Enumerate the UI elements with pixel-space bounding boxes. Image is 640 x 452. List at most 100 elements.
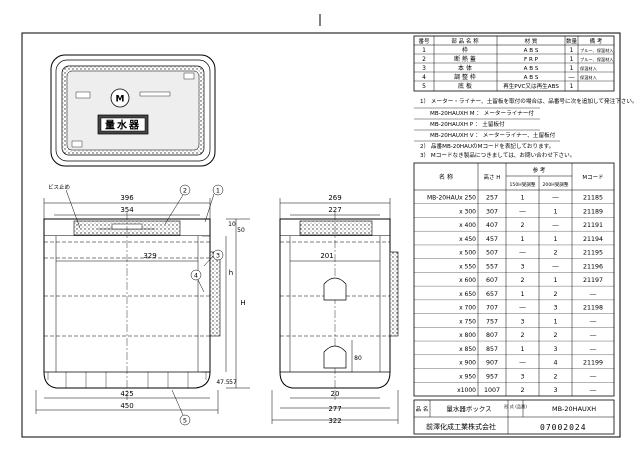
dim-269: 269 [328, 194, 341, 202]
parts-cell: 本 体 [458, 64, 472, 72]
size-cell: 957 [486, 373, 498, 380]
parts-cell: ブルー、保温材入 [580, 47, 614, 54]
size-cell: 2 [553, 291, 557, 298]
size-cell: ― [519, 208, 526, 215]
parts-cell: 断 熱 蓋 [454, 55, 476, 63]
note-sub-b: MB-20HAUXH P ： 土留板付 [430, 120, 505, 128]
title-model: MB-20HAUXH [552, 405, 596, 413]
size-cell: 557 [486, 263, 498, 270]
note-2: 2） 品番MB-20HAUのMコードを表記しております。 [420, 142, 554, 150]
dim-450: 450 [120, 402, 133, 410]
parts-cell: 3 [422, 65, 426, 72]
size-cell: 907 [486, 360, 498, 367]
size-cell: 21185 [583, 195, 603, 202]
size-cell: 1 [553, 277, 557, 284]
size-cell: 1 [553, 208, 557, 215]
title-block: 品 名 量水器ボックス 形 式 (品番) MB-20HAUXH 前澤化成工業株式… [413, 399, 615, 435]
callout-3: 3 [216, 252, 220, 260]
size-cell: 3 [553, 305, 557, 312]
size-cell: ― [519, 250, 526, 257]
size-cell: 21195 [583, 250, 603, 257]
parts-cell: 1 [570, 56, 574, 63]
parts-cell: 2 [422, 56, 426, 63]
size-cell: ― [519, 305, 526, 312]
size-cell: x 900 [459, 360, 476, 367]
size-cell: 757 [486, 318, 498, 325]
parts-cell: 4 [422, 74, 426, 81]
parts-header-note: 備 考 [590, 37, 603, 45]
size-header-ref-a: 150H受調整 [509, 181, 535, 188]
size-cell: 1 [520, 236, 524, 243]
dim-227: 227 [328, 206, 341, 214]
size-cell: 2 [553, 332, 557, 339]
size-cell: 1 [553, 236, 557, 243]
front-dimensions: 396 354 329 425 450 H h 10 50 47.5 57 [35, 194, 250, 414]
size-cell: ― [590, 291, 597, 298]
size-cell: x 450 [459, 236, 476, 243]
size-cell: MB-20HAUx 250 [427, 195, 476, 202]
parts-cell: A B S [524, 48, 539, 54]
parts-cell: 調 整 枠 [454, 73, 476, 81]
parts-header-material: 材 質 [525, 37, 538, 45]
dim-H: H [240, 299, 245, 307]
size-cell: 2 [520, 277, 524, 284]
parts-cell: 保温材入 [580, 74, 598, 81]
size-header-name: 名 称 [439, 173, 453, 181]
dim-10: 10 [228, 221, 236, 228]
callouts: ビス止め 1 2 3 4 5 [48, 183, 224, 426]
dim-329: 329 [143, 252, 156, 260]
size-header-height: 高さ H [484, 173, 501, 181]
size-cell: ― [590, 332, 597, 339]
parts-cell: 1 [570, 65, 574, 72]
size-cell: ― [590, 373, 597, 380]
size-cell: 3 [520, 318, 524, 325]
parts-cell: ブルー、保温材入 [580, 56, 614, 63]
callout-4: 4 [194, 272, 198, 280]
size-header-ref: 参 考 [533, 166, 546, 174]
size-cell: x 400 [459, 222, 476, 229]
size-cell: x 650 [459, 291, 476, 298]
parts-cell: A B S [524, 66, 539, 72]
parts-cell: 保温材入 [580, 65, 598, 72]
size-cell: x 700 [459, 305, 476, 312]
size-cell: 2 [553, 250, 557, 257]
size-header-mcode: Mコード [582, 174, 603, 181]
size-cell: x 800 [459, 332, 476, 339]
size-cell: 4 [553, 360, 557, 367]
size-cell: 2 [553, 373, 557, 380]
parts-cell: ― [569, 74, 575, 81]
size-cell: 2 [520, 222, 524, 229]
size-cell: 21189 [583, 208, 603, 215]
dim-277: 277 [328, 405, 341, 413]
size-cell: x1000 [457, 387, 476, 394]
size-header-ref-b: 200H受調整 [542, 181, 568, 188]
size-cell: 2 [520, 387, 524, 394]
parts-cell: A B S [524, 75, 539, 81]
size-cell: x 300 [459, 208, 476, 215]
title-label-model: 形 式 (品番) [504, 403, 527, 410]
title-name: 量水器ボックス [446, 404, 491, 413]
parts-cell: 1 [570, 83, 574, 90]
size-cell: 457 [486, 236, 498, 243]
size-cell: x 750 [459, 318, 476, 325]
dim-50: 50 [237, 227, 245, 234]
title-drawing-no: 07002024 [540, 423, 587, 432]
dim-80: 80 [354, 355, 362, 362]
side-view [279, 212, 399, 400]
size-cell: 857 [486, 346, 498, 353]
size-table: 名 称 高さ H 参 考 150H受調整 200H受調整 Mコード MB-20H… [413, 162, 615, 397]
dim-201: 201 [320, 252, 333, 260]
size-cell: 1 [553, 318, 557, 325]
size-cell: 1007 [484, 387, 500, 394]
front-view [43, 212, 221, 400]
size-cell: x 850 [459, 346, 476, 353]
dim-57: 57 [229, 379, 237, 386]
parts-cell: 5 [422, 83, 426, 90]
size-cell: 21197 [583, 277, 603, 284]
size-cell: 657 [486, 291, 498, 298]
size-cell: 2 [520, 332, 524, 339]
lid-logo: M [116, 95, 125, 105]
size-cell: 257 [486, 195, 498, 202]
dim-396: 396 [120, 194, 134, 202]
